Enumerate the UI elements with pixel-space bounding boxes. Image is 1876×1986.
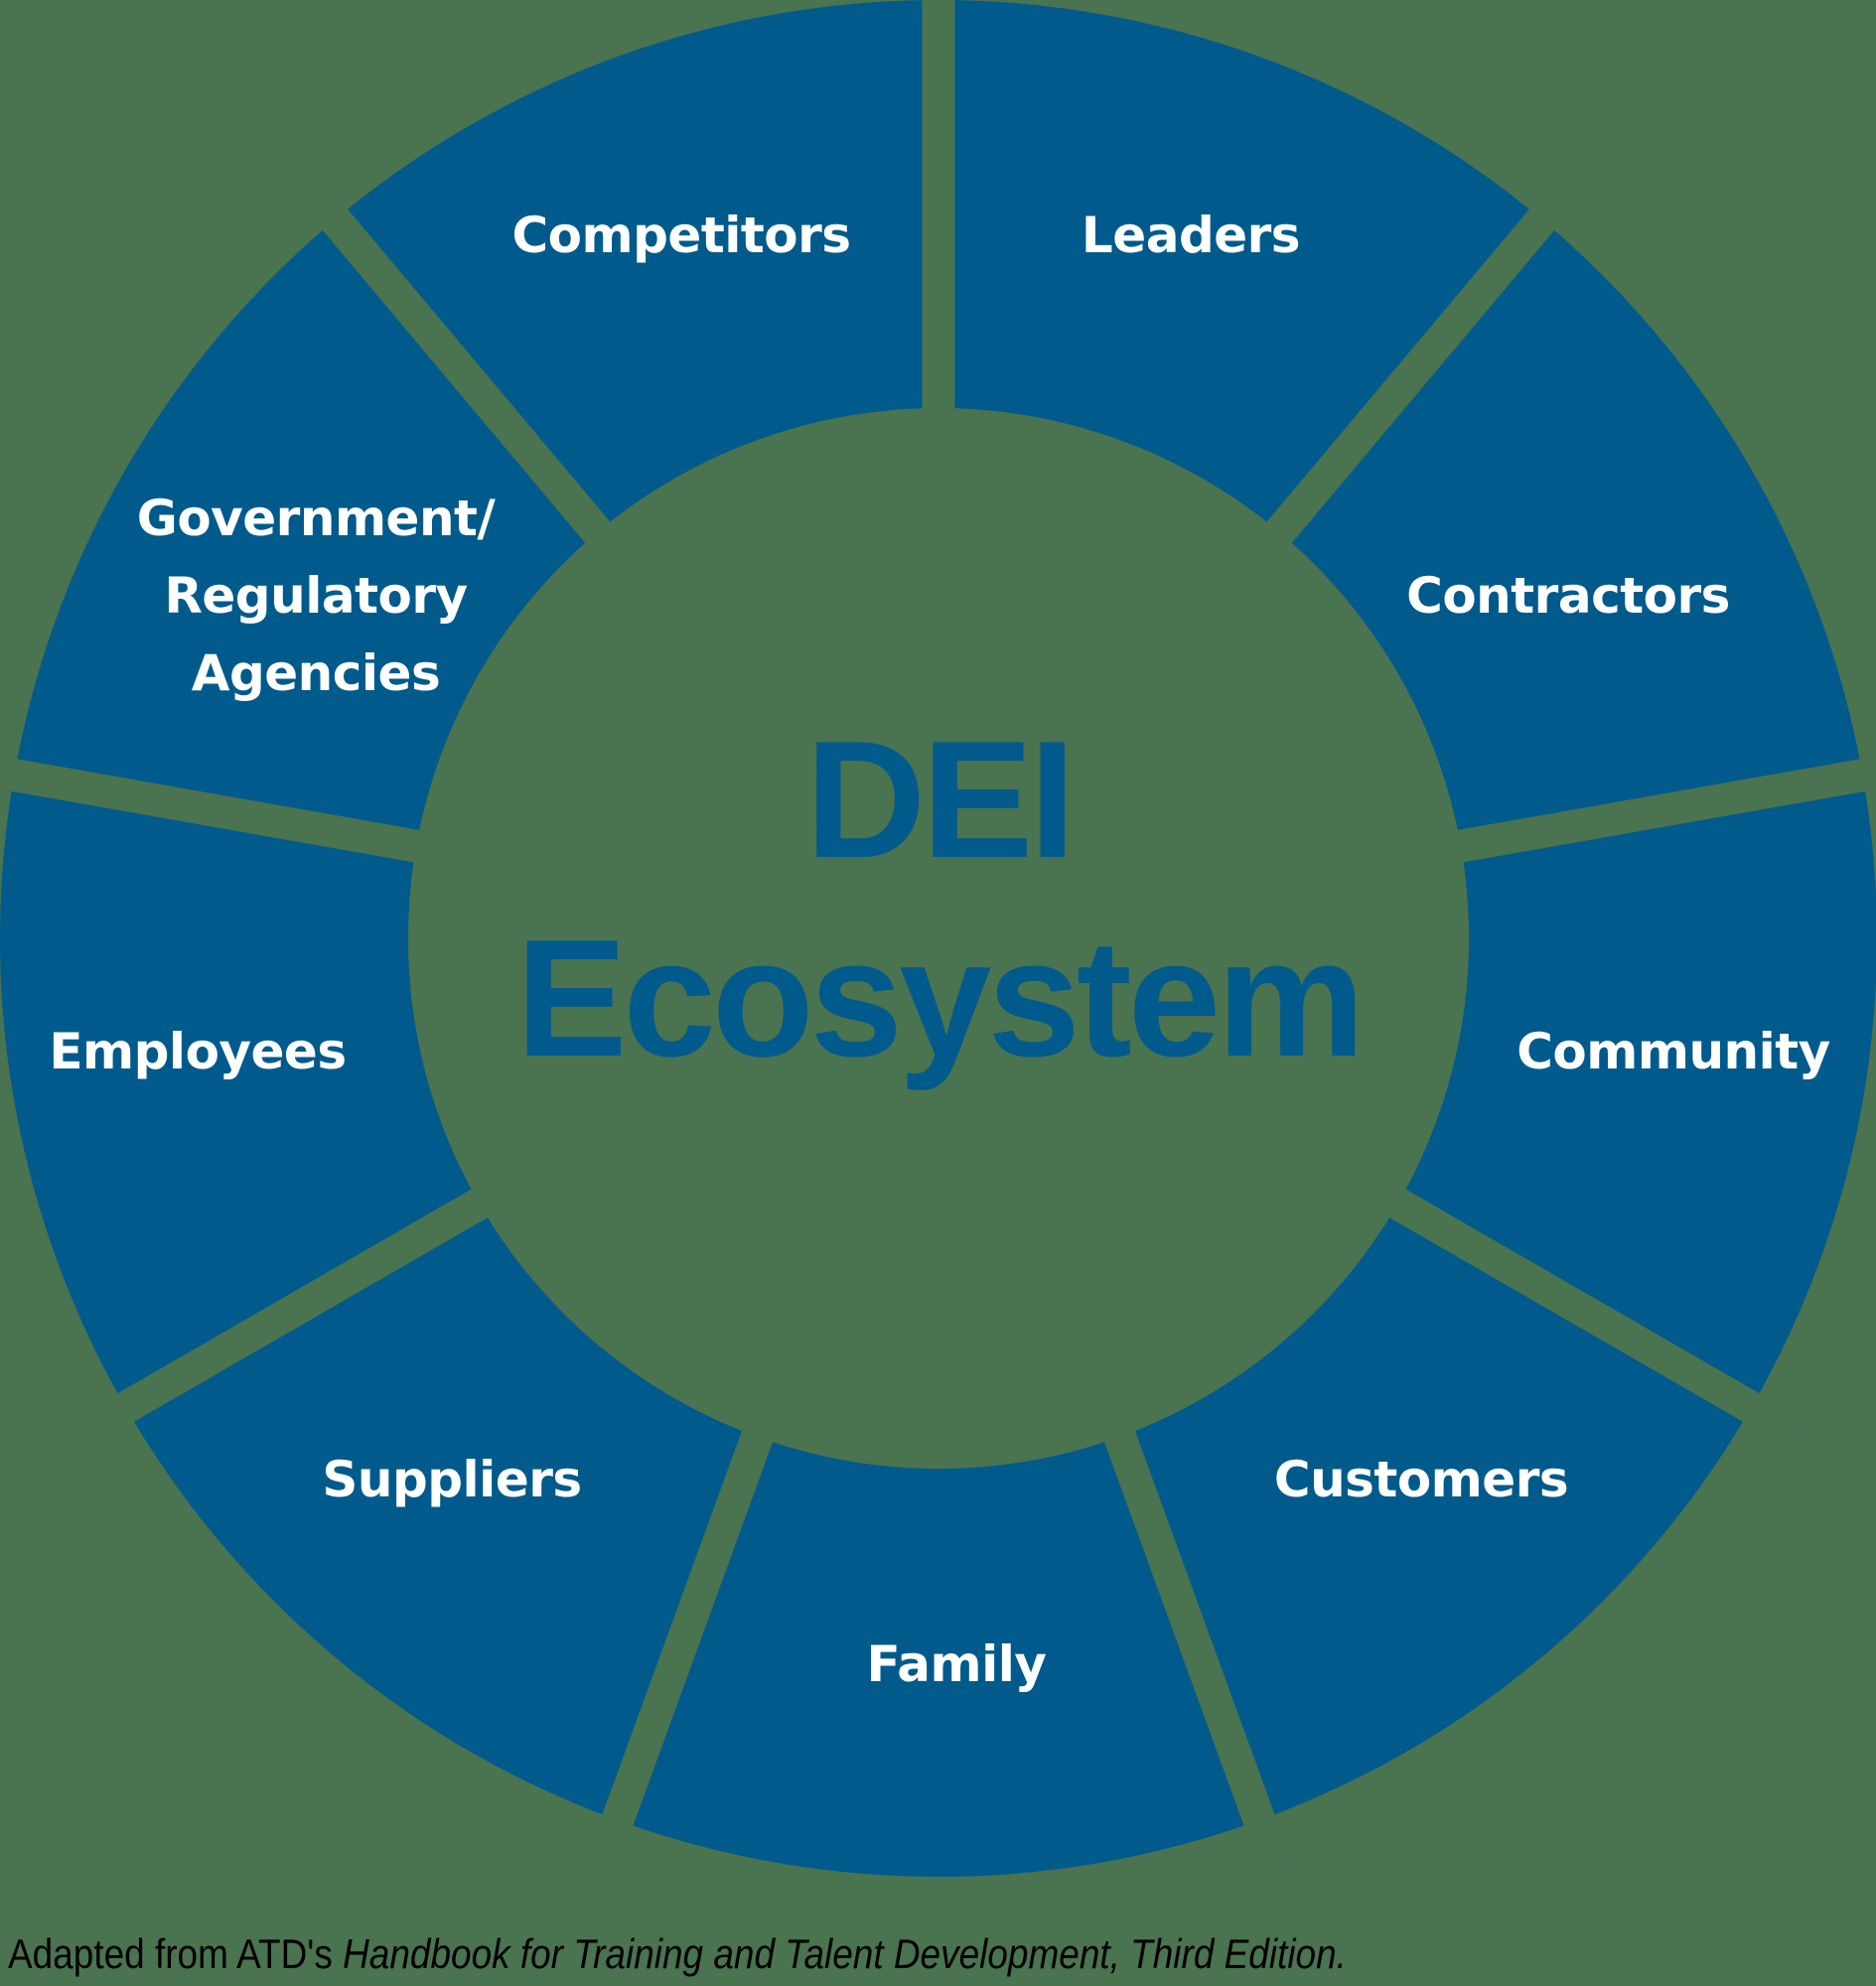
- segment-government-regulatory-agencies: Government/ Regulatory Agencies: [136, 480, 496, 712]
- wheel-hub: [408, 408, 1469, 1469]
- segment-label-line: Agencies: [191, 644, 441, 702]
- segment-family: Family: [866, 1635, 1047, 1693]
- source-footnote: Adapted from ATD's Handbook for Training…: [8, 1930, 1347, 1978]
- center-title-line-2: Ecosystem: [515, 905, 1365, 1091]
- center-title-line-1: DEI: [804, 706, 1076, 893]
- footnote-prefix: Adapted from ATD's: [8, 1930, 344, 1977]
- segment-label-line: Government/: [136, 490, 496, 547]
- segment-label-line: Regulatory: [164, 567, 468, 625]
- segment-employees: Employees: [49, 1023, 347, 1080]
- segment-customers: Customers: [1273, 1451, 1569, 1508]
- segment-suppliers: Suppliers: [322, 1451, 582, 1508]
- segment-competitors: Competitors: [511, 207, 851, 264]
- footnote-book-title: Handbook for Training and Talent Develop…: [343, 1930, 1347, 1977]
- wheel-ring: [0, 0, 1876, 1877]
- segment-contractors: Contractors: [1406, 567, 1730, 625]
- center-title: DEI Ecosystem: [515, 700, 1365, 1097]
- segment-leaders: Leaders: [1081, 207, 1301, 264]
- segment-community: Community: [1516, 1023, 1830, 1080]
